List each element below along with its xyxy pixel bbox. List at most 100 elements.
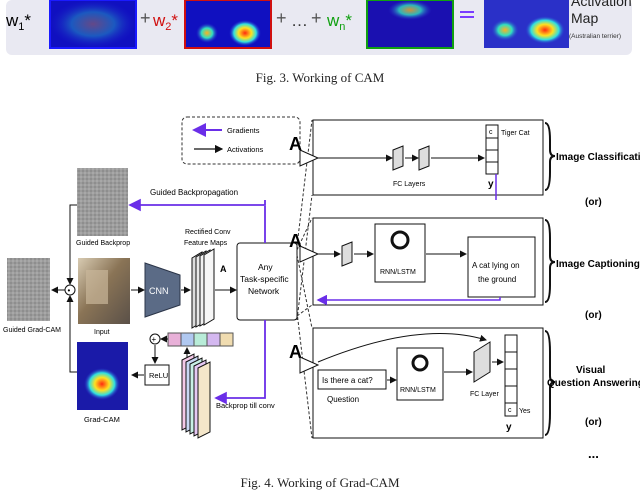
feature-maps-label: Feature Maps [184, 240, 228, 247]
input-image-subject [86, 270, 108, 304]
vqa-image-to-fc-arrow [317, 333, 487, 363]
fig3-plus-1: + [140, 8, 151, 28]
vqa-question-label: Question [327, 395, 359, 404]
gradient-feature-stack [181, 353, 211, 439]
tasks-ellipsis: ... [588, 446, 599, 461]
classification-output-y: y [488, 179, 494, 190]
classification-class-label: Tiger Cat [501, 130, 530, 137]
network-label-line1: Any [258, 262, 273, 272]
backprop-till-conv-arrow [214, 320, 266, 405]
fig3-map-2 [184, 0, 272, 49]
vqa-brace [544, 330, 556, 436]
captioning-fc [341, 241, 353, 267]
fig3-map-class: (Australian terrier) [569, 33, 621, 40]
vqa-output-c: c [508, 407, 512, 414]
task-network-box [236, 242, 298, 321]
fig3-caption: Fig. 3. Working of CAM [255, 70, 385, 85]
relu-label: ReLU [149, 371, 168, 380]
input-label: Input [94, 329, 110, 336]
gradcam-to-multiply [66, 295, 77, 373]
vqa-answer-label: Yes [519, 408, 531, 415]
cnn-label: CNN [149, 286, 169, 296]
captioning-title: Image Captioning [556, 259, 640, 270]
task-vqa: A Is there a cat? Question RNN/LSTM FC L… [289, 327, 640, 439]
fig3-activation-blob-b [525, 16, 565, 44]
fig3-band [6, 0, 632, 55]
captioning-rnn-loop-icon [390, 230, 410, 250]
classification-title: Image Classification [556, 152, 640, 163]
fig3-map-title-line2: Map [571, 10, 598, 26]
feature-maps-a-label: A [220, 264, 227, 274]
caption-output-box [467, 236, 536, 298]
vqa-fc-layer-label: FC Layer [470, 391, 499, 398]
gradcam-hotspot [84, 368, 120, 400]
backprop-till-conv-label: Backprop till conv [216, 401, 275, 410]
vqa-fc-layer [473, 341, 491, 383]
vqa-title-line2: Question Answering [547, 378, 640, 389]
fig3-plus-3: + [311, 8, 322, 28]
fig3-w1: w1* [5, 11, 31, 33]
backprop-to-multiply [66, 204, 77, 285]
rectified-conv-label: Rectified Conv [185, 229, 231, 236]
network-fan-lines [296, 119, 313, 439]
classification-a-label: A [289, 134, 302, 154]
vqa-rnn-loop-icon [411, 354, 429, 372]
fig4-gradcam-diagram: Gradients Activations Guided Backprop Gu… [3, 116, 640, 461]
fig3-plus-2: + [276, 8, 287, 28]
or-label-3: (or) [585, 417, 602, 428]
fig3-cam-strip: w1* + w2* + … + wn* Activation Map (Aust… [5, 0, 632, 55]
vqa-output-vector [504, 334, 518, 417]
captioning-gradient-arrow [316, 294, 501, 306]
classification-brace [544, 122, 556, 191]
network-label-line2: Task-specific [240, 274, 289, 284]
classification-input-arrow [299, 149, 320, 167]
fig3-w2: w2* [152, 11, 178, 33]
vqa-output-y: y [506, 422, 512, 433]
relu-box [144, 364, 170, 386]
vqa-question-box [317, 369, 387, 390]
classification-output-vector [485, 124, 499, 175]
guided-gradcam-label: Guided Grad-CAM [3, 327, 61, 334]
weighted-sum-symbol: + [152, 335, 157, 344]
network-label-line3: Network [248, 286, 280, 296]
task-captioning: A RNN/LSTM A cat lying on the ground Ima… [289, 217, 640, 306]
guided-backprop-flow-label: Guided Backpropagation [150, 188, 238, 197]
or-label-1: (or) [585, 197, 602, 208]
vqa-title-line1: Visual [576, 365, 605, 376]
guided-backprop-label: Guided Backprop [76, 240, 130, 247]
classification-output-c: c [489, 129, 493, 136]
legend-box [181, 116, 301, 165]
fig3-wn: wn* [326, 11, 352, 33]
fig3-map-2-blob-a [196, 23, 218, 43]
fig3-ellipsis: … [291, 11, 308, 30]
guided-backprop-arrow [128, 198, 266, 212]
captioning-rnn-box [374, 223, 426, 283]
feature-map-stack [191, 248, 215, 329]
captioning-rnn-label: RNN/LSTM [380, 269, 416, 276]
captioning-input-arrow [299, 245, 320, 263]
vqa-rnn-label: RNN/LSTM [400, 387, 436, 394]
fc-layer-2 [418, 145, 430, 171]
caption-output-line2: the ground [478, 275, 516, 284]
legend-gradients-label: Gradients [227, 126, 260, 135]
legend-activations-label: Activations [227, 145, 264, 154]
captioning-a-label: A [289, 231, 302, 251]
fig3-map-2-blob-b [229, 20, 261, 46]
or-label-2: (or) [585, 310, 602, 321]
fig4-caption: Fig. 4. Working of Grad-CAM [240, 475, 400, 490]
cnn-block [144, 262, 181, 318]
guided-gradcam-image [7, 258, 50, 321]
task-classification: A FC Layers c Tiger Cat y Image Classifi… [289, 119, 640, 200]
gradcam-label: Grad-CAM [84, 415, 120, 424]
fig3-activation-blob-a [491, 19, 519, 41]
fc-layer-1 [392, 145, 404, 171]
pointwise-multiply-symbol: • [68, 286, 71, 295]
fig3-map-1-heat [50, 0, 136, 48]
neuron-importance-weights [167, 332, 234, 347]
vqa-question-text: Is there a cat? [322, 376, 373, 385]
fig3-map-n-heat [388, 0, 432, 20]
vqa-input-arrow [299, 356, 320, 374]
caption-output-line1: A cat lying on [472, 261, 520, 270]
